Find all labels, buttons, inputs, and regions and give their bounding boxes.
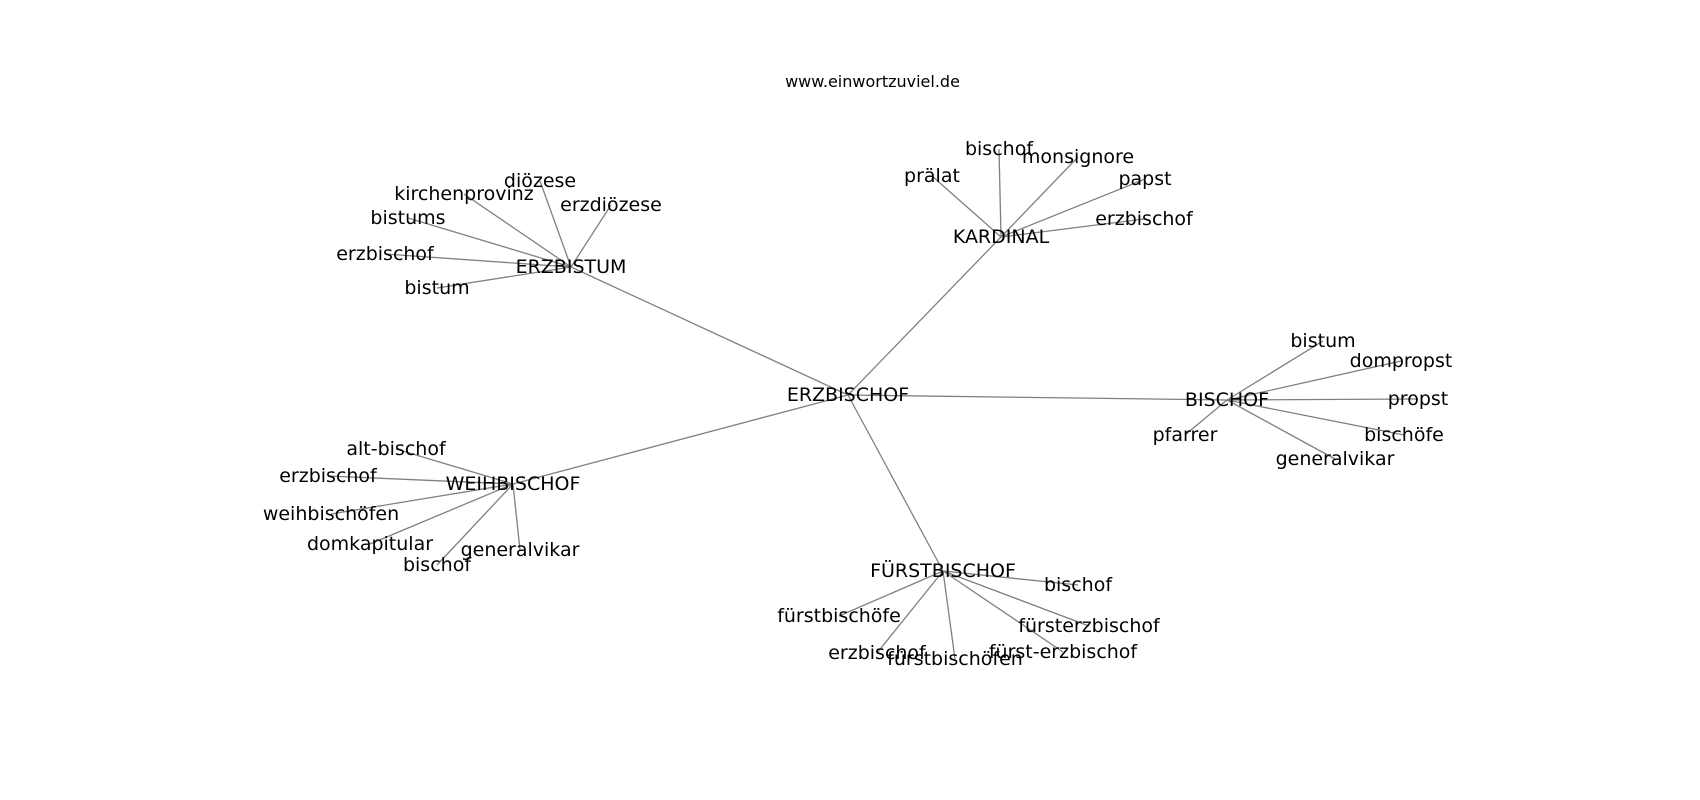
website-caption: www.einwortzuviel.de — [785, 72, 960, 91]
leaf-node-label: papst — [1118, 168, 1171, 190]
leaf-node-label: bistum — [1290, 330, 1355, 352]
edge-root-fürstbischof — [847, 394, 944, 572]
leaf-node-label: monsignore — [1022, 146, 1134, 168]
edge-erzbistum-leaf — [384, 253, 572, 268]
edge-kardinal-leaf — [1000, 218, 1145, 238]
edge-bischof-leaf — [1226, 399, 1336, 460]
leaf-node-label: bistum — [404, 277, 469, 299]
leaf-node-label: fürsterzbischof — [1018, 615, 1161, 637]
hub-node-label: BISCHOF — [1185, 389, 1269, 411]
leaf-node-label: bischof — [403, 554, 472, 576]
leaf-node-label: diözese — [504, 170, 576, 192]
leaf-node-label: fürst-erzbischof — [989, 641, 1139, 663]
leaf-node-label: erzbischof — [279, 465, 378, 487]
edge-weihbischof-leaf — [327, 475, 514, 485]
leaf-node-label: bistums — [370, 207, 445, 229]
edge-fürstbischof-leaf — [942, 570, 956, 660]
leaf-node-label: generalvikar — [1276, 448, 1395, 470]
edge-erzbistum-leaf — [463, 193, 572, 268]
leaf-node-label: bischof — [965, 138, 1034, 160]
edge-weihbischof-leaf — [369, 483, 514, 545]
edge-kardinal-leaf — [1000, 178, 1146, 238]
edge-fürstbischof-leaf — [942, 570, 1079, 586]
edge-fürstbischof-leaf — [876, 570, 944, 654]
leaf-node-label: fürstbischöfe — [777, 605, 901, 627]
root-node-label: ERZBISCHOF — [787, 384, 909, 406]
edge-fürstbischof-leaf — [838, 570, 944, 617]
edge-fürstbischof-leaf — [942, 570, 1090, 627]
leaf-node-label: weihbischöfen — [263, 503, 399, 525]
leaf-node-label: prälat — [904, 165, 960, 187]
leaf-node-label: fürstbischöfen — [887, 648, 1023, 670]
edge-weihbischof-leaf — [330, 483, 514, 515]
leaf-node-label: alt-bischof — [346, 438, 447, 460]
edge-kardinal-leaf — [931, 175, 1002, 238]
leaf-node-label: erzbischof — [336, 243, 435, 265]
leaf-node-label: bischöfe — [1364, 424, 1444, 446]
edge-erzbistum-leaf — [570, 204, 612, 268]
hub-node-label: FÜRSTBISCHOF — [870, 559, 1016, 582]
hub-node-label: KARDINAL — [953, 226, 1050, 248]
hub-node-label: ERZBISTUM — [516, 256, 627, 278]
leaf-node-label: domkapitular — [307, 533, 433, 555]
edge-layer — [327, 148, 1419, 660]
edge-root-bischof — [847, 394, 1228, 401]
edge-erzbistum-leaf — [539, 180, 572, 268]
label-layer: ERZBISCHOF ERZBISTUM diözesekirchenprovinz… — [263, 138, 1453, 670]
edge-kardinal-leaf — [1000, 156, 1079, 238]
leaf-node-label: dompropst — [1350, 350, 1453, 372]
edge-bischof-leaf — [1226, 340, 1324, 401]
leaf-node-label: propst — [1388, 388, 1449, 410]
edge-root-erzbistum — [570, 266, 849, 396]
edge-root-kardinal — [847, 236, 1002, 396]
leaf-node-label: erzbischof — [1095, 208, 1194, 230]
leaf-node-label: bischof — [1044, 574, 1113, 596]
edge-root-weihbischof — [512, 394, 849, 485]
leaf-node-label: kirchenprovinz — [394, 183, 534, 205]
edge-bischof-leaf — [1184, 399, 1228, 436]
edge-bischof-leaf — [1226, 360, 1402, 401]
edge-weihbischof-leaf — [436, 483, 514, 566]
leaf-node-label: erzbischof — [828, 642, 927, 664]
edge-weihbischof-leaf — [512, 483, 521, 551]
edge-erzbistum-leaf — [407, 217, 572, 268]
leaf-node-label: erzdiözese — [560, 194, 662, 216]
leaf-node-label: generalvikar — [461, 539, 580, 561]
edge-fürstbischof-leaf — [942, 570, 1064, 653]
edge-bischof-leaf — [1226, 399, 1405, 436]
edge-bischof-leaf — [1226, 398, 1419, 401]
edge-weihbischof-leaf — [395, 448, 514, 485]
leaf-node-label: pfarrer — [1153, 424, 1218, 446]
edge-erzbistum-leaf — [436, 266, 572, 289]
edge-kardinal-leaf — [998, 148, 1002, 238]
hub-node-label: WEIHBISCHOF — [446, 473, 581, 495]
